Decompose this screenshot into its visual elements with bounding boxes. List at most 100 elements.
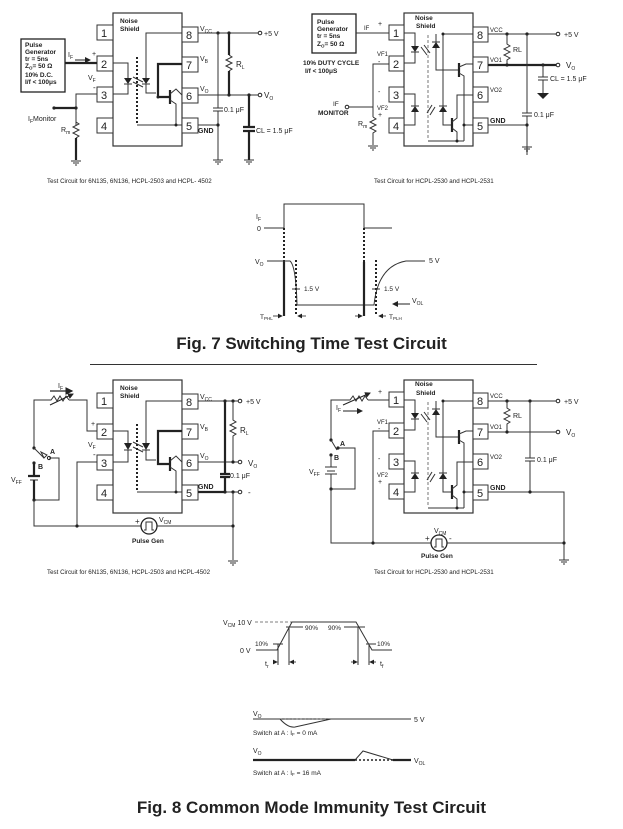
- svg-text:+: +: [378, 479, 382, 486]
- switch-a-caption: Switch at A : IF = 0 mA: [253, 730, 318, 737]
- resistor-rm-icon: [368, 116, 378, 145]
- svg-text:8: 8: [477, 396, 483, 408]
- bypass-cap-label: 0.1 μF: [224, 107, 244, 114]
- ground-icon: [537, 93, 549, 99]
- zero-volt-label: 0 V: [240, 648, 251, 655]
- svg-text:5 V: 5 V: [414, 717, 425, 724]
- load-cap-label: CL = 1.5 μF: [550, 76, 587, 83]
- pulse-generator-box: [20, 38, 66, 93]
- svg-text:Shield: Shield: [416, 23, 436, 30]
- switch-icon: [330, 439, 338, 451]
- switch-icon: [33, 447, 45, 459]
- high-level-label: 5 V: [429, 258, 440, 265]
- ground-icon: [244, 159, 254, 165]
- svg-text:-: -: [378, 426, 381, 433]
- circuit-caption: Test Circuit for HCPL-2530 and HCPL-2531: [374, 569, 494, 576]
- svg-text:-: -: [378, 59, 381, 66]
- if-label: IF: [336, 405, 341, 414]
- switching-waveform: IF 0 VO 5 V 1.5 V 1.5 V VOL TPHL TPLH: [255, 203, 440, 321]
- svg-text:VO: VO: [200, 453, 209, 462]
- circuit-caption: Test Circuit for 6N135, 6N136, HCPL-2503…: [47, 569, 211, 576]
- switch-a-caption: Switch at A : IF = 16 mA: [253, 770, 322, 777]
- svg-text:VB: VB: [200, 424, 209, 433]
- svg-text:1: 1: [393, 395, 399, 407]
- pin-3: 3: [388, 86, 405, 103]
- ground-icon: [559, 543, 569, 565]
- svg-text:2: 2: [393, 426, 399, 438]
- duty-cycle-label: 10% DUTY CYCLE: [303, 60, 360, 67]
- pin-4: 4: [388, 483, 405, 500]
- pin-1: 1: [388, 391, 405, 408]
- svg-text:4: 4: [393, 487, 399, 499]
- svg-text:+: +: [135, 517, 140, 526]
- svg-text:10%: 10%: [377, 641, 390, 648]
- pin-8: 8: [181, 26, 199, 43]
- resistor-rl-icon: [502, 401, 512, 432]
- if-label: IF: [364, 26, 370, 32]
- pin-7: 7: [472, 56, 489, 73]
- svg-text:3: 3: [101, 458, 107, 470]
- pin-2: 2: [388, 422, 405, 439]
- led-icon: [124, 443, 132, 450]
- svg-text:4: 4: [101, 121, 107, 133]
- fig8-title: Fig. 8 Common Mode Immunity Test Circuit: [136, 798, 487, 817]
- svg-text:Noise: Noise: [415, 15, 433, 22]
- led-icon: [124, 78, 132, 84]
- if-monitor-label: IFMonitor: [28, 116, 57, 125]
- pin-1: 1: [96, 392, 114, 409]
- pin-2: 2: [96, 423, 114, 440]
- svg-text:5: 5: [186, 488, 192, 500]
- svg-text:Shield: Shield: [416, 390, 436, 397]
- switch-b-label: B: [38, 464, 43, 471]
- svg-text:+: +: [92, 51, 96, 58]
- photodiode-icon: [432, 42, 440, 48]
- pin-5: 5: [181, 484, 199, 501]
- if-pulse: [264, 203, 392, 229]
- svg-text:1: 1: [393, 28, 399, 40]
- ground-icon: [213, 159, 223, 165]
- tplh-label: TPLH: [389, 314, 402, 321]
- fig8-left-circuit: Noise Shield 1 2 3 4 8 7 6 5 VCC VB VO G…: [11, 379, 261, 576]
- vo-pin-label: VO: [200, 86, 209, 95]
- if-label: IF: [58, 383, 63, 392]
- photodiode-icon: [439, 473, 447, 479]
- svg-text:7: 7: [477, 60, 483, 72]
- vo-waveform-if-16: VO VOL Switch at A : IF = 16 mA: [253, 748, 426, 777]
- pin-5: 5: [181, 117, 199, 134]
- pin-6: 6: [181, 87, 199, 104]
- svg-text:10%: 10%: [255, 641, 268, 648]
- svg-text:VO: VO: [253, 711, 262, 720]
- svg-text:+: +: [91, 421, 95, 428]
- svg-text:5: 5: [186, 121, 192, 133]
- photodiode-icon: [142, 443, 150, 450]
- svg-text:Noise: Noise: [415, 381, 433, 388]
- svg-text:5: 5: [477, 488, 483, 500]
- tf-label: tf: [380, 661, 384, 670]
- svg-text:VCC: VCC: [200, 394, 212, 403]
- tphl-label: TPHL: [260, 314, 273, 321]
- svg-text:3: 3: [393, 90, 399, 102]
- svg-text:6: 6: [477, 90, 483, 102]
- pulse-gen-label: Pulse Gen: [421, 553, 453, 560]
- svg-text:+: +: [378, 21, 382, 28]
- svg-text:4: 4: [393, 121, 399, 133]
- fig7-left-circuit: Noise Shield 1 2 3 4 8 7 6 5 VCC VB VO G…: [20, 12, 293, 185]
- supply-label: +5 V: [264, 31, 279, 38]
- svg-text:-: -: [93, 450, 96, 459]
- load-cap-label: CL = 1.5 μF: [256, 128, 293, 135]
- pin-4: 4: [96, 484, 114, 501]
- vf2-label: VF2: [377, 106, 389, 112]
- pin-2: 2: [388, 55, 405, 72]
- resistor-rm-icon: [71, 121, 81, 139]
- photodiode-icon: [439, 106, 447, 112]
- svg-text:3: 3: [101, 90, 107, 102]
- resistor-rl-icon: [502, 34, 512, 65]
- svg-text:Shield: Shield: [120, 393, 140, 400]
- svg-text:VCC: VCC: [490, 394, 503, 400]
- vff-label: VFF: [309, 469, 320, 478]
- vf-label: VF: [88, 75, 96, 84]
- optocoupler-package: [112, 379, 183, 514]
- photodiode-icon: [142, 78, 150, 84]
- threshold-right-label: 1.5 V: [384, 286, 400, 293]
